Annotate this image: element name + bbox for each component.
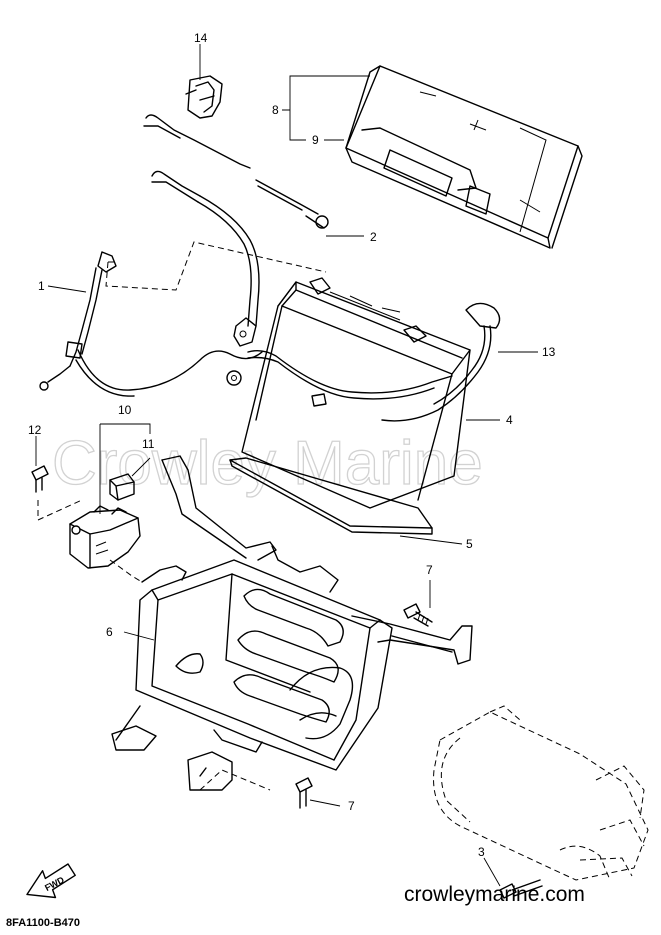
callout-9: 9 <box>312 133 319 147</box>
part-7-bolt-lower[interactable] <box>295 777 313 809</box>
part-6-battery-tray[interactable] <box>111 455 473 791</box>
connection-dash-3 <box>109 559 143 583</box>
website-text: crowleymarine.com <box>404 883 585 906</box>
forward-arrow-icon: FWD <box>26 863 76 899</box>
part-10-relay-assembly[interactable] <box>69 505 141 569</box>
part-14-clip[interactable] <box>185 75 223 119</box>
callout-14: 14 <box>194 31 208 45</box>
callout-10: 10 <box>118 403 132 417</box>
callout-13: 13 <box>542 345 556 359</box>
connection-dash-2 <box>37 499 83 521</box>
part-3-starter-bolt[interactable] <box>499 879 543 899</box>
part-13-vent-tube[interactable] <box>381 302 501 422</box>
part-1-negative-cable[interactable] <box>39 251 263 397</box>
callout-7-lower: 7 <box>348 799 355 813</box>
connection-dash-4 <box>199 769 271 791</box>
part-3-starter-motor[interactable] <box>433 705 649 881</box>
part-4-battery[interactable] <box>241 277 471 509</box>
diagram-code: 8FA1100-B470 <box>6 917 80 929</box>
part-8-battery-cover[interactable] <box>345 65 583 249</box>
part-11-fuse-cap[interactable] <box>109 473 135 501</box>
positive-battery-cable[interactable] <box>151 170 260 347</box>
leader-lines <box>35 44 538 887</box>
part-12-bolt[interactable] <box>31 465 49 493</box>
callout-4: 4 <box>506 413 513 427</box>
callout-11: 11 <box>142 437 155 451</box>
callout-6: 6 <box>106 625 113 639</box>
part-5-battery-pad[interactable] <box>229 457 433 535</box>
callout-2: 2 <box>370 230 377 244</box>
part-2-battery-cable[interactable] <box>143 114 329 229</box>
callout-1: 1 <box>38 279 45 293</box>
callout-12: 12 <box>28 423 42 437</box>
callout-7-upper: 7 <box>426 563 433 577</box>
connection-dash-1 <box>105 241 327 291</box>
part-7-bolt-upper[interactable] <box>403 603 433 627</box>
callout-5: 5 <box>466 537 473 551</box>
callout-3: 3 <box>478 845 485 859</box>
callout-8: 8 <box>272 103 279 117</box>
